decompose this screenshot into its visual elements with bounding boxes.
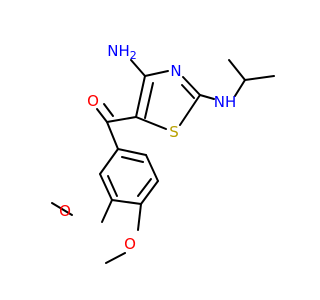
atom-methoxy-o-left: O — [59, 202, 71, 220]
bond-nh-ch — [234, 79, 246, 97]
bond-c2-nh — [199, 94, 215, 100]
bond-ar2-ar3-inner — [107, 175, 118, 197]
bond-o-ch3-bottom — [105, 252, 126, 264]
bond-ar3-ar4 — [111, 199, 142, 205]
bond-ar6-ar1 — [117, 148, 147, 156]
bond-carbonyl-o — [96, 108, 108, 123]
bond-c2-s1 — [179, 94, 201, 126]
bond-n3-c2 — [182, 76, 201, 96]
bond-c5-carbonyl — [106, 116, 137, 123]
atom-labels: NH2 N NH O S O O — [59, 42, 236, 253]
bonds — [51, 59, 275, 264]
bond-o-ch3-left — [51, 202, 73, 216]
bond-c4-nh2 — [130, 59, 146, 77]
atom-ring-n: N — [170, 62, 181, 80]
bond-ar4-ar5 — [140, 180, 159, 205]
atom-carbonyl-o: O — [87, 92, 99, 110]
atom-ring-s: S — [169, 123, 179, 141]
bond-s1-c5 — [135, 116, 167, 130]
atom-nh: NH — [214, 93, 237, 111]
bond-c4-n3 — [144, 70, 169, 77]
bond-ar4-o — [137, 203, 142, 231]
bond-carbonyl-aryl — [106, 121, 119, 150]
bond-ar5-ar6 — [145, 154, 159, 182]
bond-ch-ch3-left — [228, 59, 246, 81]
bond-ar2-ar3 — [99, 173, 113, 201]
bond-ch-ch3-right — [244, 75, 275, 81]
bond-c4-c5 — [135, 75, 146, 118]
atom-nh2: NH2 — [107, 42, 137, 62]
bond-ar1-ar2 — [99, 148, 119, 175]
bond-carbonyl-o-double — [103, 103, 114, 117]
structure-svg: NH2 N NH O S O O — [51, 42, 275, 264]
atom-methoxy-o-bottom: O — [124, 235, 136, 253]
bond-ar4-ar5-inner — [137, 178, 152, 197]
molecule-diagram: NH2 N NH O S O O — [51, 42, 275, 264]
bond-n3-c2-double — [181, 84, 195, 99]
bond-ar6-ar1-inner — [121, 156, 144, 163]
bond-ar3-o — [101, 199, 113, 223]
bond-c4-c5-double — [144, 82, 154, 119]
